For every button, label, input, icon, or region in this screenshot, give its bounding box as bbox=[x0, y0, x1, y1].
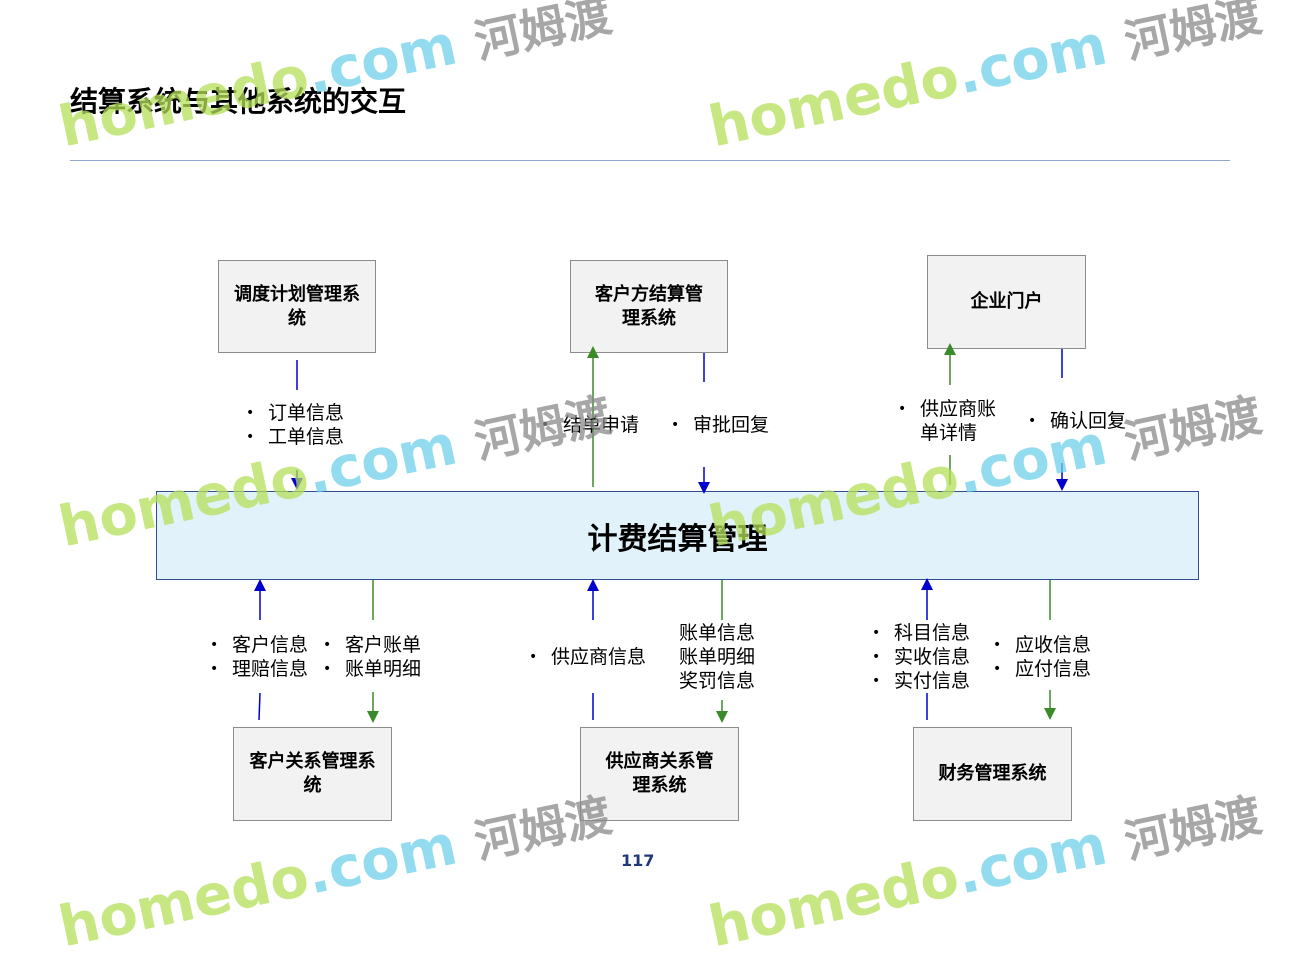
label: 客户关系管理系统 bbox=[249, 751, 376, 796]
flow-item: 科目信息 bbox=[870, 621, 970, 645]
flow-client-in: 审批回复 bbox=[669, 413, 769, 437]
flow-item: 确认回复 bbox=[1026, 409, 1126, 433]
flow-item: 供应商信息 bbox=[527, 645, 646, 669]
flow-item: 理赔信息 bbox=[208, 657, 308, 681]
billing-settlement-center: 计费结算管理 bbox=[156, 491, 1199, 580]
system-finance: 财务管理系统 bbox=[913, 727, 1072, 821]
flow-srm-out: 账单信息账单明细奖罚信息 bbox=[655, 621, 755, 693]
center-label: 计费结算管理 bbox=[587, 521, 768, 557]
system-crm: 客户关系管理系统 bbox=[233, 727, 392, 821]
flow-item: 审批回复 bbox=[669, 413, 769, 437]
flow-finance-in: 科目信息实收信息实付信息 bbox=[870, 621, 970, 693]
flow-item: 结单申请 bbox=[539, 413, 639, 437]
flow-item: 实收信息 bbox=[870, 645, 970, 669]
label: 客户方结算管理系统 bbox=[595, 283, 703, 329]
flow-client-out: 结单申请 bbox=[539, 413, 639, 437]
label: 财务管理系统 bbox=[938, 763, 1047, 784]
system-client-settlement: 客户方结算管理系统 bbox=[570, 260, 728, 353]
flow-item: 应付信息 bbox=[991, 657, 1091, 681]
system-srm: 供应商关系管理系统 bbox=[580, 727, 739, 821]
flow-item: 订单信息 bbox=[244, 401, 344, 425]
title-divider bbox=[70, 160, 1230, 161]
flow-item: 实付信息 bbox=[870, 669, 970, 693]
flow-portal-in: 确认回复 bbox=[1026, 409, 1126, 433]
flow-crm-in: 客户信息理赔信息 bbox=[208, 633, 308, 681]
label: 调度计划管理系统 bbox=[234, 283, 360, 329]
flow-dispatch-in: 订单信息工单信息 bbox=[244, 401, 344, 449]
flow-item: 客户账单 bbox=[321, 633, 421, 657]
flow-item: 账单明细 bbox=[321, 657, 421, 681]
system-enterprise-portal: 企业门户 bbox=[927, 255, 1086, 349]
flow-arrows bbox=[254, 343, 1068, 723]
flow-srm-in: 供应商信息 bbox=[527, 645, 646, 669]
flow-item: 客户信息 bbox=[208, 633, 308, 657]
arrow-line bbox=[258, 692, 261, 721]
system-dispatch: 调度计划管理系统 bbox=[218, 260, 376, 353]
flow-item: 应收信息 bbox=[991, 633, 1091, 657]
flow-finance-out: 应收信息应付信息 bbox=[991, 633, 1091, 681]
label: 企业门户 bbox=[970, 291, 1043, 312]
flow-item: 工单信息 bbox=[244, 425, 344, 449]
flow-item: 账单明细 bbox=[679, 646, 756, 668]
flow-item: 供应商账单详情 bbox=[896, 397, 1006, 445]
page-number: 117 bbox=[621, 851, 655, 870]
page-title: 结算系统与其他系统的交互 bbox=[70, 85, 407, 118]
flow-item: 账单信息 bbox=[679, 622, 756, 644]
label: 供应商关系管理系统 bbox=[605, 751, 714, 796]
flow-item: 奖罚信息 bbox=[679, 670, 756, 692]
flow-portal-out: 供应商账单详情 bbox=[896, 397, 1006, 445]
flow-crm-out: 客户账单账单明细 bbox=[321, 633, 421, 681]
